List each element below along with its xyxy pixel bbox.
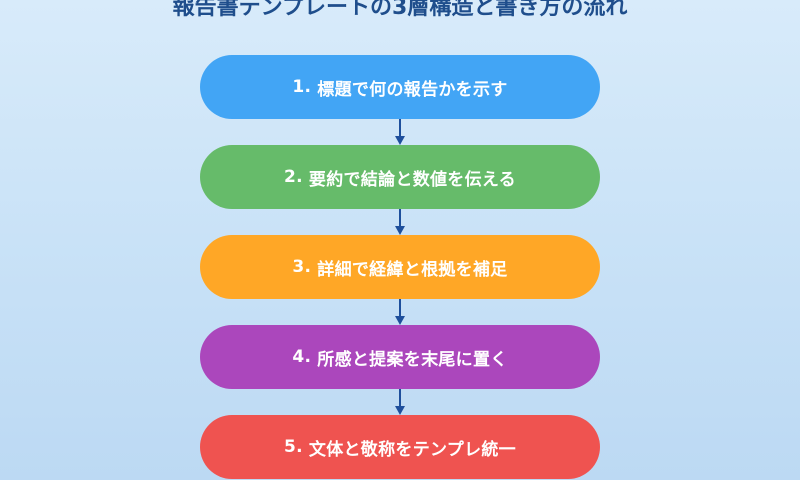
- step-5: 5. 文体と敬称をテンプレ統一: [200, 415, 600, 479]
- step-3-number: 3.: [292, 257, 312, 277]
- arrow-down-icon: [395, 389, 405, 415]
- diagram-title: 報告書テンプレートの3層構造と書き方の流れ: [172, 0, 628, 20]
- step-3: 3. 詳細で経緯と根拠を補足: [200, 235, 600, 299]
- step-5-label: 文体と敬称をテンプレ統一: [308, 439, 516, 460]
- step-4: 4. 所感と提案を末尾に置く: [200, 325, 600, 389]
- step-1: 1. 標題で何の報告かを示す: [200, 55, 600, 119]
- step-3-label: 詳細で経緯と根拠を補足: [317, 259, 508, 280]
- step-2: 2. 要約で結論と数値を伝える: [200, 145, 600, 209]
- step-2-number: 2.: [284, 167, 303, 187]
- arrow-down-icon: [395, 299, 405, 325]
- step-1-label: 標題で何の報告かを示す: [317, 79, 508, 100]
- step-5-number: 5.: [284, 437, 303, 457]
- step-4-number: 4.: [292, 347, 312, 367]
- step-2-label: 要約で結論と数値を伝える: [308, 169, 516, 190]
- arrow-down-icon: [395, 209, 405, 235]
- arrow-down-icon: [395, 119, 405, 145]
- step-1-number: 1.: [292, 77, 312, 97]
- step-4-label: 所感と提案を末尾に置く: [317, 349, 508, 370]
